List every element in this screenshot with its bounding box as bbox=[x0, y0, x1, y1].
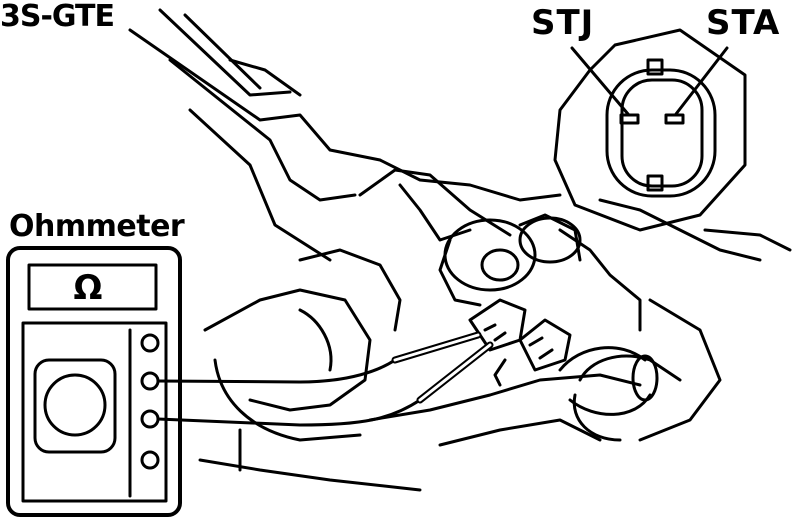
connector-face bbox=[553, 28, 747, 232]
hose bbox=[558, 346, 659, 416]
switch-body bbox=[438, 213, 582, 307]
engine-model-label: 3S-GTE bbox=[0, 0, 115, 34]
sta-leader-line bbox=[674, 46, 729, 116]
stj-terminal-label: STJ bbox=[531, 3, 595, 43]
jack-1 bbox=[140, 333, 160, 353]
selector-dial bbox=[43, 373, 107, 437]
sta-terminal-label: STA bbox=[706, 3, 781, 43]
probe-connectors bbox=[468, 298, 572, 387]
jack-3 bbox=[140, 409, 160, 429]
jack-4 bbox=[140, 450, 160, 470]
engine-outline bbox=[128, 8, 792, 492]
pin-stj bbox=[619, 113, 640, 125]
test-leads bbox=[156, 331, 494, 427]
pin-sta bbox=[664, 113, 685, 125]
jack-2 bbox=[140, 371, 160, 391]
ohmmeter-label: Ohmmeter bbox=[9, 209, 185, 244]
stj-leader-line bbox=[570, 46, 630, 116]
meter-display bbox=[27, 263, 158, 311]
omega-symbol-icon: Ω bbox=[73, 268, 103, 308]
